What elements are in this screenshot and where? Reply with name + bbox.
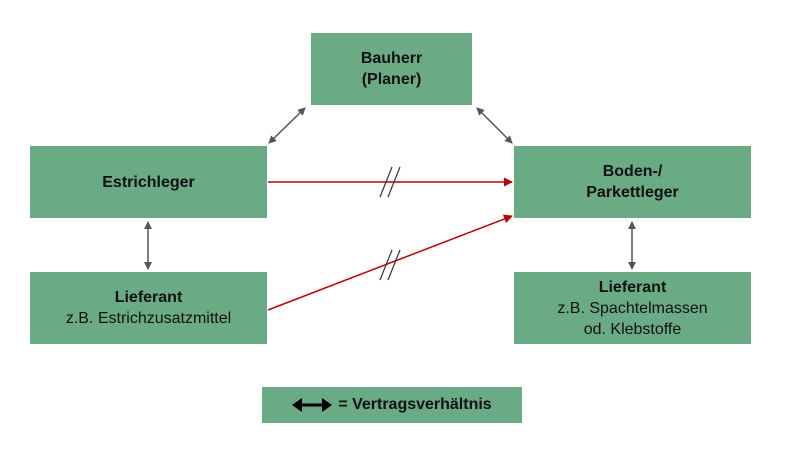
node-estrichleger: Estrichleger: [30, 146, 267, 218]
node-lieferant-left-subtitle: z.B. Estrichzusatzmittel: [65, 310, 232, 327]
node-lieferant-left: Lieferant z.B. Estrichzusatzmittel: [30, 272, 267, 344]
node-lieferant-right-subtitle: z.B. Spachtelmassen: [557, 299, 708, 317]
node-lieferant-right-subtitle-2: od. Klebstoffe: [583, 320, 682, 338]
node-boden-title: Boden-/: [602, 163, 663, 180]
contract-arrow-bauherr-boden: [476, 107, 513, 144]
contract-arrow-bauherr-estrichleger: [268, 107, 306, 144]
node-bauherr-subtitle: (Planer): [361, 71, 422, 88]
no-contract-arrow-lieferant-boden: [267, 214, 513, 311]
node-boden-title-2: Parkettleger: [586, 184, 679, 201]
strike-mark-top: [379, 166, 401, 198]
legend: = Vertragsverhältnis: [262, 387, 522, 423]
node-lieferant-right: Lieferant z.B. Spachtelmassen od. Klebst…: [514, 272, 751, 344]
node-bauherr: Bauherr (Planer): [311, 33, 472, 105]
strike-mark-bottom: [379, 249, 401, 281]
node-boden-parkettleger: Boden-/ Parkettleger: [514, 146, 751, 218]
node-bauherr-title: Bauherr: [360, 50, 423, 67]
legend-label: = Vertragsverhältnis: [338, 396, 492, 413]
node-estrichleger-title: Estrichleger: [102, 173, 195, 191]
node-lieferant-left-title: Lieferant: [114, 289, 183, 306]
double-arrow-icon: [292, 398, 333, 412]
node-lieferant-right-title: Lieferant: [598, 278, 667, 296]
